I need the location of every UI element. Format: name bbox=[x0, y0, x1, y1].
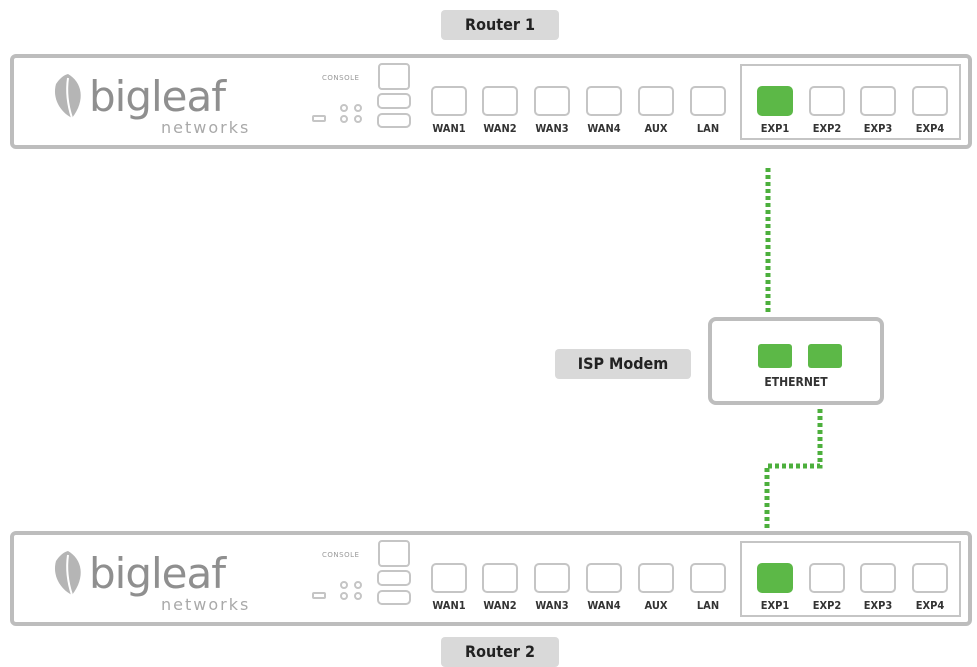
port-wan4 bbox=[586, 563, 622, 593]
port-label-lan: LAN bbox=[696, 122, 720, 135]
router-2-label: Router 2 bbox=[441, 637, 559, 667]
logo-sub-text: networks bbox=[161, 118, 251, 137]
router-1: bigleaf networks CONSOLE WAN1 WAN2 WAN3 WAN… bbox=[10, 54, 972, 149]
status-led-1 bbox=[340, 581, 348, 589]
port-exp2 bbox=[809, 563, 845, 593]
status-led-1 bbox=[340, 104, 348, 112]
port-label-wan3: WAN3 bbox=[535, 599, 569, 612]
isp-modem: ETHERNET bbox=[708, 317, 884, 405]
port-label-exp3: EXP3 bbox=[863, 599, 893, 612]
cable-modem-to-router2 bbox=[764, 409, 823, 528]
modem-ethernet-port-2 bbox=[808, 344, 842, 368]
port-label-exp4: EXP4 bbox=[915, 599, 945, 612]
ethernet-label: ETHERNET bbox=[764, 375, 828, 389]
status-led-4 bbox=[354, 115, 362, 123]
port-label-lan: LAN bbox=[696, 599, 720, 612]
port-label-exp4: EXP4 bbox=[915, 122, 945, 135]
port-label-wan4: WAN4 bbox=[587, 599, 621, 612]
port-label-exp1: EXP1 bbox=[760, 599, 790, 612]
port-wan2 bbox=[482, 563, 518, 593]
bigleaf-logo: bigleaf networks bbox=[44, 543, 274, 623]
port-wan1 bbox=[431, 86, 467, 116]
port-label-wan4: WAN4 bbox=[587, 122, 621, 135]
port-label-aux: AUX bbox=[644, 599, 668, 612]
modem-ethernet-port-1 bbox=[758, 344, 792, 368]
status-led-3 bbox=[354, 104, 362, 112]
port-wan4 bbox=[586, 86, 622, 116]
port-label-exp1: EXP1 bbox=[760, 122, 790, 135]
port-label-exp2: EXP2 bbox=[812, 122, 842, 135]
port-aux bbox=[638, 86, 674, 116]
port-exp1 bbox=[757, 563, 793, 593]
exp-port-group bbox=[740, 541, 961, 617]
port-label-wan1: WAN1 bbox=[432, 122, 466, 135]
port-wan3 bbox=[534, 563, 570, 593]
port-label-wan3: WAN3 bbox=[535, 122, 569, 135]
port-wan3 bbox=[534, 86, 570, 116]
usb-port-1 bbox=[377, 570, 411, 586]
router-1-label: Router 1 bbox=[441, 10, 559, 40]
port-exp3 bbox=[860, 86, 896, 116]
isp-modem-label: ISP Modem bbox=[555, 349, 691, 379]
power-led bbox=[312, 115, 326, 122]
port-wan1 bbox=[431, 563, 467, 593]
usb-port-1 bbox=[377, 93, 411, 109]
leaf-icon bbox=[54, 74, 81, 119]
port-label-wan2: WAN2 bbox=[483, 599, 517, 612]
usb-port-2 bbox=[377, 590, 411, 605]
exp-port-group bbox=[740, 64, 961, 140]
port-wan2 bbox=[482, 86, 518, 116]
port-exp1 bbox=[757, 86, 793, 116]
usb-port-2 bbox=[377, 113, 411, 128]
console-port bbox=[378, 540, 410, 567]
status-led-3 bbox=[354, 581, 362, 589]
port-exp2 bbox=[809, 86, 845, 116]
port-exp4 bbox=[912, 86, 948, 116]
status-led-4 bbox=[354, 592, 362, 600]
console-label: CONSOLE bbox=[322, 74, 360, 82]
port-label-wan2: WAN2 bbox=[483, 122, 517, 135]
port-exp4 bbox=[912, 563, 948, 593]
status-led-2 bbox=[340, 115, 348, 123]
port-exp3 bbox=[860, 563, 896, 593]
port-lan bbox=[690, 86, 726, 116]
port-lan bbox=[690, 563, 726, 593]
router-2: bigleaf networks CONSOLE WAN1 WAN2 WAN3 WAN… bbox=[10, 531, 972, 626]
bigleaf-logo: bigleaf networks bbox=[44, 66, 274, 146]
port-label-wan1: WAN1 bbox=[432, 599, 466, 612]
port-aux bbox=[638, 563, 674, 593]
logo-sub-text: networks bbox=[161, 595, 251, 614]
power-led bbox=[312, 592, 326, 599]
status-led-2 bbox=[340, 592, 348, 600]
port-label-exp2: EXP2 bbox=[812, 599, 842, 612]
logo-brand-text: bigleaf bbox=[89, 72, 226, 121]
port-label-exp3: EXP3 bbox=[863, 122, 893, 135]
console-label: CONSOLE bbox=[322, 551, 360, 559]
port-label-aux: AUX bbox=[644, 122, 668, 135]
logo-brand-text: bigleaf bbox=[89, 549, 226, 598]
console-port bbox=[378, 63, 410, 90]
leaf-icon bbox=[54, 551, 81, 596]
